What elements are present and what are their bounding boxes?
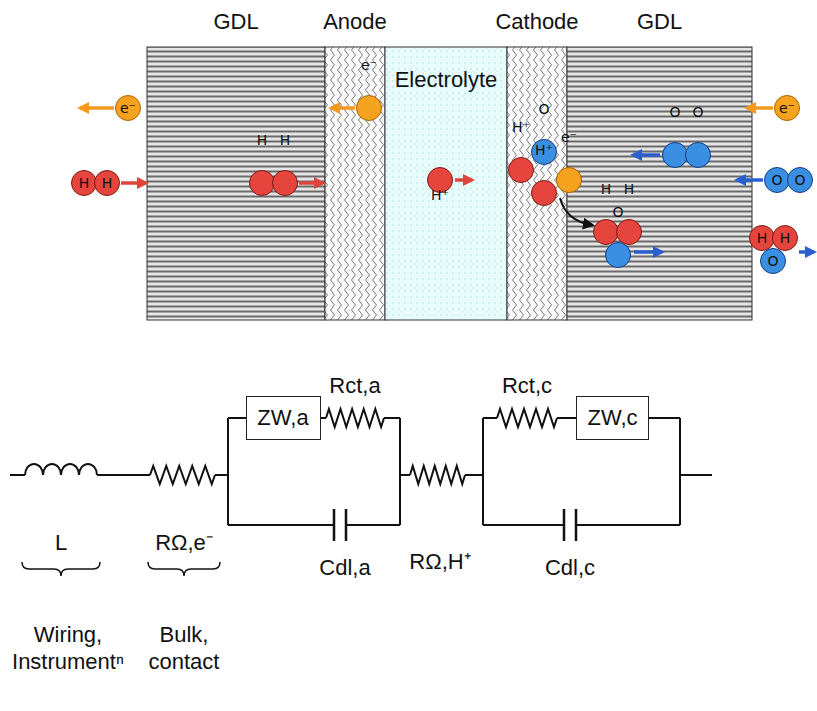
component-label: Rct,a [329, 372, 380, 400]
layer-label: Cathode [495, 9, 578, 35]
component-label: Rct,c [502, 372, 552, 400]
node-label: O [538, 102, 549, 116]
node-label: O [692, 105, 703, 119]
particle-circle: O [760, 248, 786, 274]
particle-circle: H [272, 170, 298, 196]
impedance-box: ZW,a [246, 396, 321, 440]
impedance-box: ZW,c [576, 396, 649, 440]
flow-arrow [80, 106, 114, 110]
node-label: e⁻ [779, 101, 795, 115]
flow-arrow [121, 181, 146, 185]
node-label: H [257, 133, 268, 147]
particle-circle: H⁺ [531, 180, 557, 206]
node-label: e⁻ [361, 58, 377, 72]
electrolyte-band [385, 47, 507, 320]
component-label: RΩ,e⁻ [155, 529, 213, 557]
node-label: O [794, 173, 805, 187]
node-label: O [612, 205, 623, 219]
node-label: H⁺ [431, 188, 449, 202]
resistor-symbol [326, 409, 384, 427]
component-label: Cdl,c [545, 554, 595, 582]
particle-circle: O [685, 142, 711, 168]
layer-label: GDL [637, 9, 682, 35]
cell-layer: GDLOOHHO [567, 47, 752, 320]
flow-arrow [633, 153, 660, 157]
resistor-symbol [410, 466, 465, 484]
curly-brace [148, 562, 220, 576]
resistor-symbol [150, 466, 215, 484]
particle-circle: e⁻ [115, 95, 141, 121]
node-label: H [601, 182, 612, 196]
particle-circle: O [605, 242, 631, 268]
particle-circle: H [94, 170, 120, 196]
particle-circle: H [772, 225, 798, 251]
cell-layer: CathodeH⁺OH⁺e⁻ [507, 47, 567, 320]
component-label: RΩ,H⁺ [409, 548, 470, 576]
reaction-arrow [560, 198, 592, 225]
node-label: O [669, 105, 680, 119]
component-label: Cdl,a [319, 554, 370, 582]
node-label: H [624, 182, 635, 196]
particle-circle: H⁺ [427, 167, 453, 193]
layer-label: GDL [213, 9, 258, 35]
flow-arrow [634, 250, 662, 254]
particle-circle: H⁺ [508, 157, 534, 183]
capacitor-symbol [564, 509, 576, 541]
node-label: O [771, 173, 782, 187]
node-label: H [280, 133, 291, 147]
node-label: e⁻ [120, 101, 136, 115]
brace-note: Wiring, Instrumentⁿ [4, 621, 132, 676]
node-label: H [102, 176, 113, 190]
node-label: H⁺ [535, 143, 553, 157]
flow-arrow [737, 178, 763, 182]
component-label: L [55, 529, 67, 557]
node-label: ZW,c [587, 405, 637, 431]
particle-circle: e⁻ [356, 95, 382, 121]
flow-arrow [799, 250, 814, 254]
flow-arrow [455, 178, 472, 182]
node-label: H [79, 176, 90, 190]
node-label: H [780, 231, 791, 245]
node-label: H [757, 231, 768, 245]
cell-layer: GDLHH [147, 47, 325, 320]
flow-arrow [331, 106, 355, 110]
gdl-band [147, 47, 325, 320]
particle-circle: e⁻ [556, 167, 582, 193]
layer-label: Electrolyte [395, 67, 498, 93]
node-label: ZW,a [257, 405, 308, 431]
particle-circle: e⁻ [774, 95, 800, 121]
brace-note: Bulk, contact [138, 621, 230, 676]
node-label: O [767, 254, 778, 268]
capacitor-symbol [334, 509, 346, 541]
inductor-symbol [25, 464, 97, 475]
resistor-symbol [497, 409, 557, 427]
flow-arrow [299, 181, 323, 185]
node-label: e⁻ [561, 130, 577, 144]
flow-arrow [747, 106, 773, 110]
node-label: H⁺ [512, 120, 530, 134]
cell-layer: Anodee⁻ [325, 47, 385, 320]
particle-circle: O [787, 167, 813, 193]
layer-label: Anode [323, 9, 387, 35]
cell-layer: ElectrolyteH⁺ [385, 47, 507, 320]
anode-band [325, 47, 385, 320]
gdl-band [567, 47, 752, 320]
particle-circle: H [616, 219, 642, 245]
curly-brace [22, 562, 100, 576]
